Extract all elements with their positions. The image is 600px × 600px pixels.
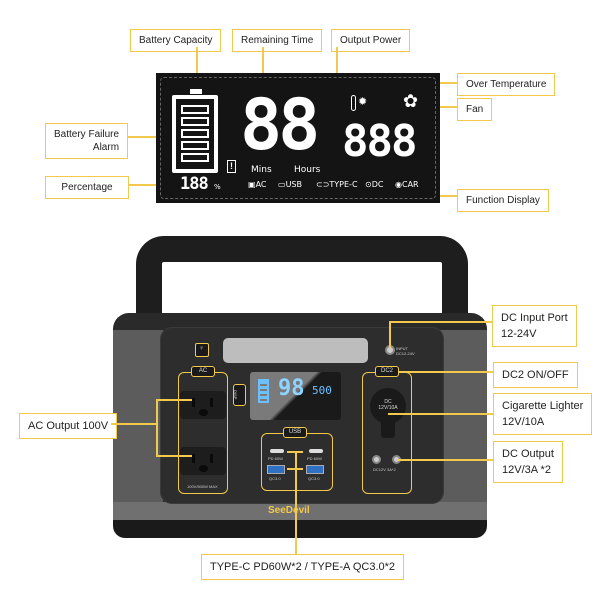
- callout-remaining-time: Remaining Time: [232, 29, 323, 52]
- callout-cigarette-line2: 12V/10A: [502, 416, 545, 428]
- socket-cap: [381, 420, 395, 438]
- function-type-c-label: TYPE-C: [329, 180, 358, 189]
- leader-line: [128, 184, 180, 186]
- input-label-line1: INPUT: [396, 346, 408, 351]
- battery-icon: [172, 89, 218, 173]
- leader-line: [287, 468, 303, 470]
- socket-label-line1: DC: [384, 399, 392, 405]
- bulb-icon: ♀: [199, 345, 205, 352]
- leader-line: [389, 321, 492, 323]
- light-button[interactable]: ♀: [195, 343, 209, 357]
- sun-icon: ✹: [358, 96, 368, 108]
- dc-output-port-1[interactable]: [372, 455, 381, 464]
- screen-power-digits: 500: [312, 384, 332, 397]
- percentage-digits: 188: [180, 174, 209, 194]
- device-side-right: [437, 330, 487, 520]
- callout-over-temperature: Over Temperature: [457, 73, 556, 96]
- callout-dc2-onoff: DC2 ON/OFF: [493, 362, 578, 388]
- function-dc: ⊙DC: [365, 180, 384, 189]
- callout-usb-ports: TYPE-C PD60W*2 / TYPE-A QC3.0*2: [201, 554, 405, 580]
- device-side-left: [113, 330, 163, 520]
- lcd-display-diagram: ! 88 Mins Hours ✹ ✿ 888 188 % ▣AC ▭USB ⊂…: [156, 73, 440, 203]
- usb-c-port-2[interactable]: [309, 449, 323, 453]
- function-ac-label: AC: [255, 180, 267, 189]
- pd-label-1: PD 60W: [268, 456, 283, 461]
- callout-function-display: Function Display: [457, 189, 549, 212]
- callout-cigarette-lighter: Cigarette Lighter 12V/10A: [493, 393, 593, 435]
- ac-outlet-1[interactable]: [180, 391, 226, 419]
- function-usb: ▭USB: [278, 180, 302, 189]
- leader-line: [156, 399, 158, 455]
- qc-label-2: QC3.0: [308, 476, 320, 481]
- usb-c-port-1[interactable]: [270, 449, 284, 453]
- ac-outlet-2[interactable]: [180, 447, 226, 475]
- leader-line: [423, 106, 457, 108]
- leader-line: [398, 459, 493, 461]
- usb-a-port-2[interactable]: [306, 465, 324, 474]
- function-ac: ▣AC: [248, 180, 267, 189]
- leader-line: [295, 451, 297, 554]
- thermometer-icon: [351, 95, 356, 111]
- screen-battery-icon: [258, 379, 269, 403]
- callout-dc-input-line1: DC Input Port: [501, 312, 568, 324]
- callout-battery-capacity: Battery Capacity: [130, 29, 222, 52]
- leader-line: [111, 423, 156, 425]
- leader-line: [156, 455, 192, 457]
- percent-symbol: %: [214, 183, 221, 191]
- brand-logo: SeeDevil: [268, 505, 310, 516]
- time-label-hours: Hours: [294, 165, 321, 175]
- usb-a-port-1[interactable]: [267, 465, 285, 474]
- pd-label-2: PD 60W: [307, 456, 322, 461]
- leader-line: [287, 451, 303, 453]
- leader-line: [399, 371, 493, 373]
- callout-fan: Fan: [457, 98, 493, 121]
- time-label-mins: Mins: [251, 165, 272, 175]
- callout-battery-failure-alarm: Battery Failure Alarm: [45, 123, 129, 159]
- device-screen: 98 500: [250, 372, 341, 420]
- input-label-line2: DC12-24V: [396, 351, 415, 356]
- alarm-symbol: !: [230, 161, 233, 171]
- function-dc-label: DC: [371, 180, 384, 189]
- callout-cigarette-line1: Cigarette Lighter: [502, 400, 584, 412]
- led-light-bar: [223, 338, 368, 363]
- leader-line: [196, 47, 198, 89]
- screen-percent-digits: 98: [278, 376, 305, 401]
- dc2-button[interactable]: DC2: [375, 366, 399, 377]
- callout-percentage: Percentage: [45, 176, 129, 199]
- callout-dc-input-line2: 12-24V: [501, 328, 537, 340]
- battery-failure-alarm-icon: !: [227, 160, 236, 173]
- disp-button[interactable]: DISP: [233, 384, 246, 406]
- device-bottom-band: [113, 520, 487, 538]
- ac-rating-label: 100V/500W MAX: [187, 484, 218, 489]
- callout-ac-output: AC Output 100V: [19, 413, 118, 439]
- fan-icon: ✿: [403, 91, 419, 111]
- cigarette-lighter-socket[interactable]: DC 12V/10A: [370, 388, 406, 424]
- usb-port-group: [261, 433, 333, 491]
- callout-battery-failure-line1: Battery Failure: [54, 129, 120, 140]
- function-type-c: ⊂⊃TYPE-C: [316, 180, 358, 189]
- output-power-digits: 888: [342, 116, 417, 167]
- leader-line: [156, 399, 192, 401]
- function-car-label: CAR: [401, 180, 419, 189]
- usb-button[interactable]: USB: [283, 427, 307, 438]
- leader-line: [262, 47, 264, 89]
- callout-dc-output-line1: DC Output: [502, 448, 554, 460]
- ac-button[interactable]: AC: [191, 366, 215, 377]
- callout-output-power: Output Power: [331, 29, 411, 52]
- callout-dc-output-line2: 12V/3A *2: [502, 464, 551, 476]
- callout-dc-input-port: DC Input Port 12-24V: [492, 305, 577, 347]
- function-car: ◉CAR: [395, 180, 419, 189]
- function-usb-label: USB: [285, 180, 302, 189]
- dc-ports-label: DC12V 3A*2: [373, 467, 396, 472]
- callout-dc-output: DC Output 12V/3A *2: [493, 441, 563, 483]
- leader-line: [388, 413, 493, 415]
- qc-label-1: QC3.0: [269, 476, 281, 481]
- leader-line: [389, 321, 391, 348]
- socket-label-line2: 12V/10A: [378, 405, 398, 411]
- remaining-time-digits: 88: [240, 84, 320, 166]
- device-lower-band: [113, 502, 487, 522]
- callout-battery-failure-line2: Alarm: [92, 142, 120, 153]
- lcd-border: [160, 77, 436, 199]
